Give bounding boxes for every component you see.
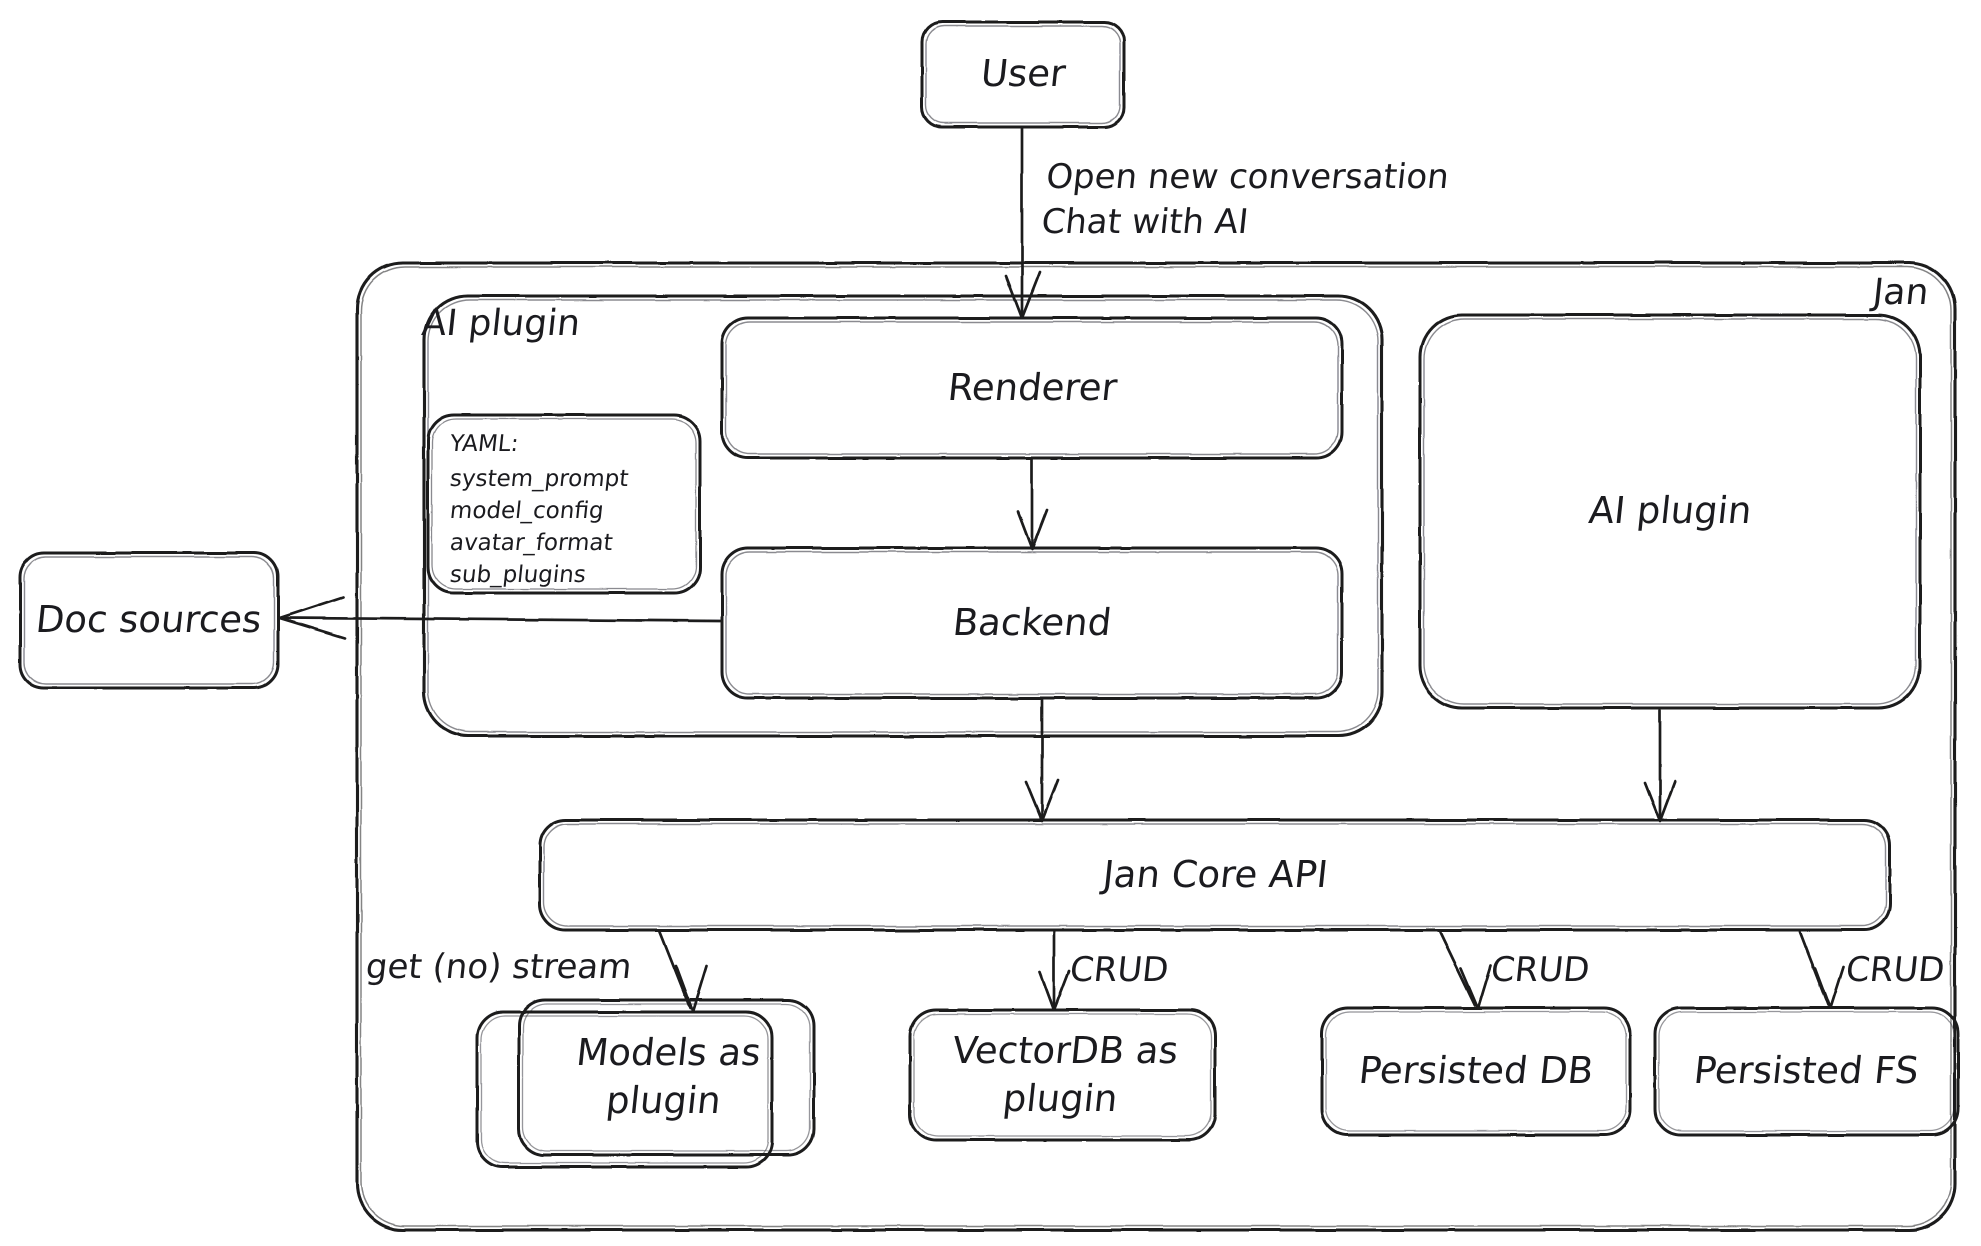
edge-label-user-to-renderer: Open new conversation Chat with AI <box>1039 157 1451 242</box>
node-doc-sources-label: Doc sources <box>34 598 265 642</box>
node-doc-sources-outline <box>18 551 280 690</box>
edge-jan-core-api-to-persisted-fs <box>1798 930 1845 1010</box>
node-ai-plugin-right-label: AI plugin <box>1586 489 1754 533</box>
node-vectordb-label: VectorDB as plugin <box>950 1028 1181 1120</box>
yaml-card-key-system-prompt: system_prompt <box>448 466 630 492</box>
yaml-card-key-avatar-format: avatar_format <box>448 530 615 556</box>
node-persisted-db-label: Persisted DB <box>1356 1049 1596 1093</box>
node-models-outline <box>475 998 816 1169</box>
edge-user-to-renderer <box>1004 126 1042 320</box>
node-jan-core-api-outline <box>538 818 1892 932</box>
edge-label-core-to-models: get (no) stream <box>363 947 634 987</box>
yaml-card-key-sub-plugins: sub_plugins <box>448 562 588 588</box>
node-persisted-db[interactable]: Persisted DB <box>1322 1008 1630 1135</box>
node-renderer-label: Renderer <box>945 365 1119 409</box>
node-persisted-fs[interactable]: Persisted FS <box>1655 1008 1958 1135</box>
node-jan-core-api[interactable]: Jan Core API <box>540 820 1890 930</box>
edge-ai-plugin-right-to-jan-core-api <box>1643 708 1677 823</box>
node-jan-core-api-label: Jan Core API <box>1100 852 1330 896</box>
container-jan-outline <box>355 261 1957 1232</box>
node-user[interactable]: User <box>922 22 1124 127</box>
node-persisted-fs-outline <box>1653 1006 1960 1137</box>
node-models-label: Models as plugin <box>574 1031 764 1123</box>
container-label-ai-plugin-group: AI plugin <box>419 303 583 344</box>
edge-renderer-to-backend <box>1016 457 1049 551</box>
node-vectordb[interactable]: VectorDB as plugin <box>910 1010 1215 1140</box>
yaml-card-outline <box>426 413 702 595</box>
container-label-jan: Jan <box>1870 272 1931 313</box>
node-vectordb-outline <box>908 1008 1217 1142</box>
node-backend[interactable]: Backend <box>722 548 1342 698</box>
edge-jan-core-api-to-persisted-db <box>1438 930 1493 1010</box>
node-ai-plugin-right[interactable]: AI plugin <box>1420 315 1920 708</box>
edge-backend-to-doc-sources <box>277 595 722 640</box>
edge-label-core-to-persisted-db: CRUD <box>1488 950 1592 990</box>
edge-label-core-to-vectordb: CRUD <box>1067 950 1171 990</box>
edge-jan-core-api-to-vectordb <box>1038 930 1071 1012</box>
node-ai-plugin-right-outline <box>1418 313 1922 710</box>
node-backend-label: Backend <box>950 600 1114 644</box>
node-persisted-db-outline <box>1320 1006 1632 1137</box>
node-renderer[interactable]: Renderer <box>722 318 1342 458</box>
node-doc-sources[interactable]: Doc sources <box>20 553 278 688</box>
node-persisted-fs-label: Persisted FS <box>1692 1049 1922 1093</box>
edge-jan-core-api-to-models <box>658 930 709 1014</box>
yaml-card-heading: YAML: <box>448 431 520 457</box>
edge-label-core-to-persisted-fs: CRUD <box>1843 950 1947 990</box>
node-user-label: User <box>978 52 1068 96</box>
yaml-card-key-model-config: model_config <box>448 498 605 524</box>
node-models[interactable]: Models as plugin <box>519 1000 814 1155</box>
edge-backend-to-jan-core-api <box>1024 698 1060 823</box>
node-user-outline <box>920 20 1126 129</box>
